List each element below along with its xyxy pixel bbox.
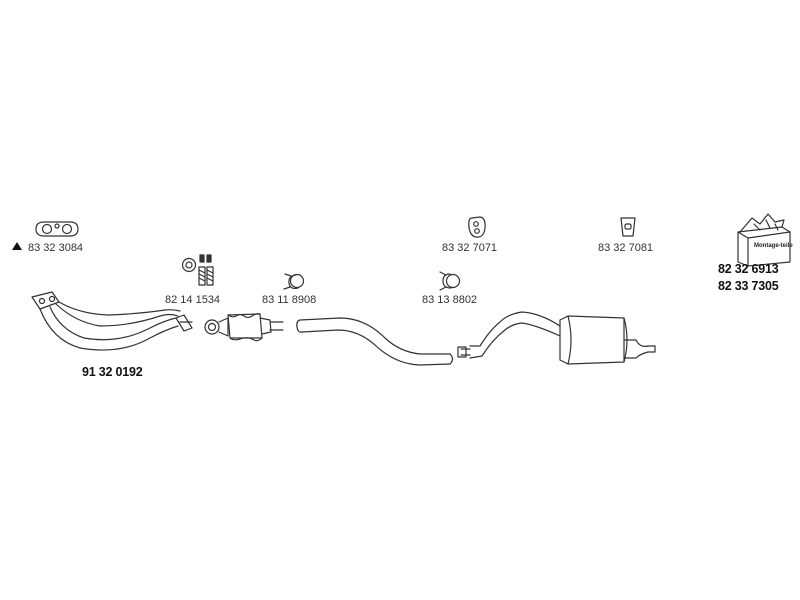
part-number-front-pipe: 91 32 0192 xyxy=(82,365,143,379)
clamp-1-icon xyxy=(283,273,305,290)
part-number-clamp-2: 83 13 8802 xyxy=(422,294,478,306)
part-number-kit-1: 82 32 6913 xyxy=(718,262,779,276)
bolt-set-icon xyxy=(181,254,214,286)
warning-triangle-icon xyxy=(12,242,22,250)
clamp-2-icon xyxy=(439,271,461,291)
part-number-clamp-1: 83 11 8908 xyxy=(262,294,317,306)
kit-box-label-line1: Montage-teile xyxy=(754,243,793,249)
part-number-rubber-mount-2: 83 32 7081 xyxy=(598,242,654,254)
rubber-mount-2-icon xyxy=(620,217,636,237)
part-number-kit-2: 82 33 7305 xyxy=(718,279,779,293)
catalytic-converter-icon xyxy=(204,313,284,342)
rear-muffler-icon xyxy=(457,311,656,365)
part-number-rubber-mount-1: 83 32 7071 xyxy=(442,242,498,254)
front-pipe-icon xyxy=(31,291,193,351)
part-number-bolts: 82 14 1534 xyxy=(165,294,221,306)
mounting-kit-icon: Montage-teile xyxy=(737,213,793,267)
rubber-mount-1-icon xyxy=(468,216,486,238)
part-number-flange-gasket: 83 32 3084 xyxy=(28,242,84,254)
flange-gasket-icon xyxy=(35,221,79,237)
middle-pipe-icon xyxy=(296,317,454,366)
